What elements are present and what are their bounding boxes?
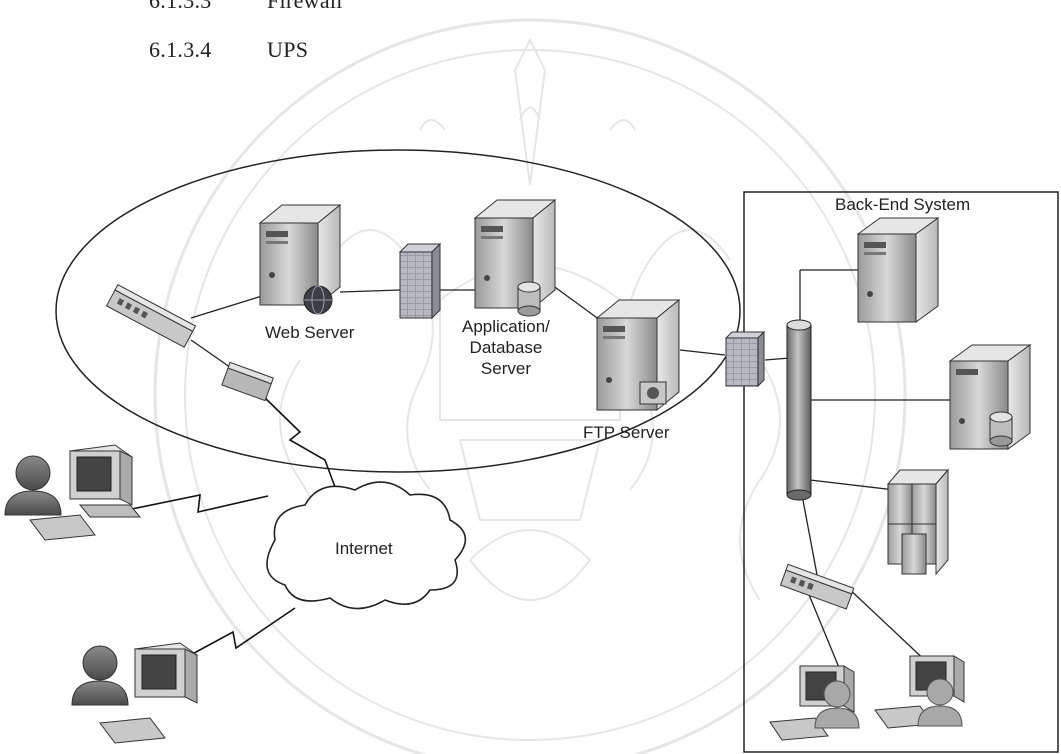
switch-icon: [779, 563, 855, 610]
heading-text: UPS: [267, 37, 309, 62]
desktop-computer-icon: [99, 642, 199, 744]
heading-number: 6.1.3.4: [149, 37, 212, 62]
server-icon: [856, 217, 940, 323]
cloud-icon: [266, 481, 467, 610]
backbone-cylinder-icon: [786, 319, 812, 501]
switch-icon: [105, 284, 197, 348]
back-end-system-box: [743, 191, 1059, 753]
database-icon: [517, 281, 541, 317]
server-icon: [595, 298, 681, 412]
folder-icon: [639, 381, 667, 405]
heading-text: Firewall: [267, 0, 343, 13]
globe-icon: [303, 285, 333, 315]
user-icon: [71, 645, 129, 706]
lightning-link-icon: [126, 394, 339, 659]
user-icon: [917, 678, 963, 727]
firewall-icon: [724, 330, 766, 388]
section-heading-firewall: 6.1.3.3 Firewall: [149, 0, 343, 14]
internet-label: Internet: [335, 539, 393, 558]
web-server-label: Web Server: [265, 323, 355, 342]
back-end-system-label: Back-End System: [835, 195, 971, 214]
firewall-icon: [398, 242, 442, 320]
server-rack-icon: [886, 468, 950, 576]
section-heading-ups: 6.1.3.4 UPS: [149, 37, 308, 63]
heading-number: 6.1.3.3: [149, 0, 212, 13]
ftp-server-label: FTP Server: [583, 423, 670, 442]
server-icon: [258, 203, 342, 307]
user-icon: [814, 680, 860, 729]
user-icon: [4, 455, 62, 516]
dmz-ellipse: [55, 149, 741, 473]
server-icon: [473, 198, 557, 310]
database-icon: [989, 411, 1013, 447]
router-icon: [221, 361, 274, 402]
connection-lines: [190, 269, 950, 671]
desktop-computer-icon: [29, 444, 142, 541]
app-db-server-label: Application/ Database Server: [462, 317, 550, 378]
